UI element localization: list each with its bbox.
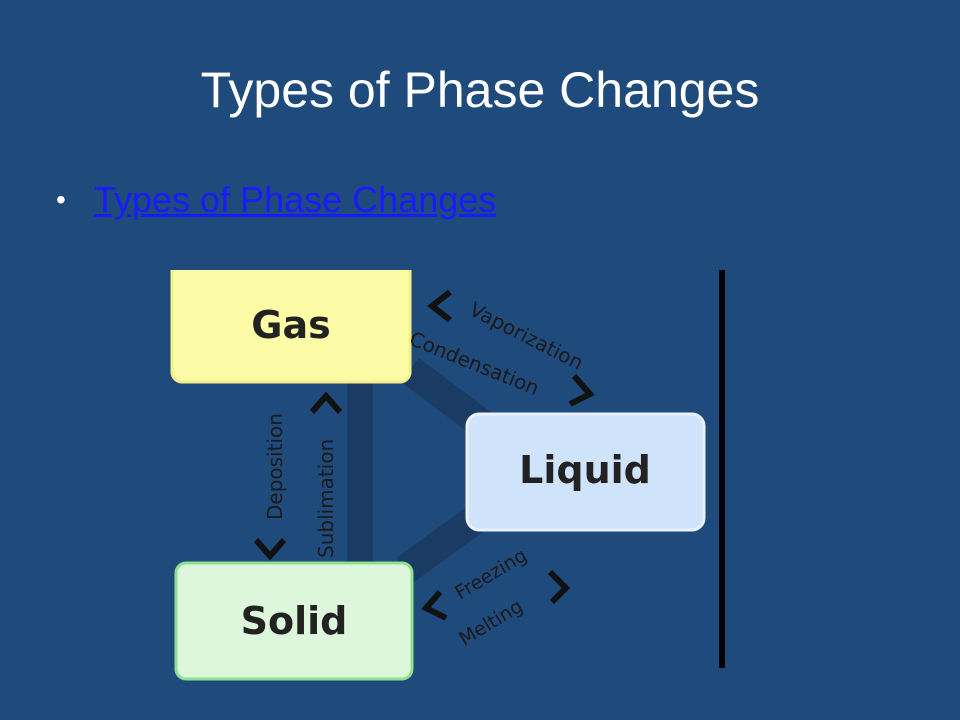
chevron-right-icon [568, 374, 595, 407]
liquid-node: Liquid [465, 412, 706, 532]
chevron-left-icon [421, 590, 448, 621]
solid-label: Solid [241, 599, 348, 643]
bullet-item: • Types of Phase Changes [56, 176, 496, 224]
melting-label: Melting [455, 595, 527, 650]
chevron-down-icon [253, 538, 287, 561]
phase-changes-link[interactable]: Types of Phase Changes [94, 179, 497, 220]
gas-node: Gas [170, 270, 412, 384]
freezing-label: Freezing [451, 544, 531, 604]
bullet-dot: • [56, 184, 66, 215]
chevron-right-icon [547, 569, 571, 605]
solid-node: Solid [174, 561, 414, 681]
chevron-left-icon [427, 289, 452, 323]
deposition-label: Deposition [263, 413, 287, 520]
phase-change-diagram: Gas Liquid Solid Vaporization Condensati… [160, 270, 740, 685]
gas-label: Gas [251, 303, 330, 347]
slide-title: Types of Phase Changes [200, 62, 760, 118]
chevron-up-icon [309, 391, 343, 414]
sublimation-label: Sublimation [314, 439, 338, 558]
liquid-label: Liquid [519, 448, 651, 492]
